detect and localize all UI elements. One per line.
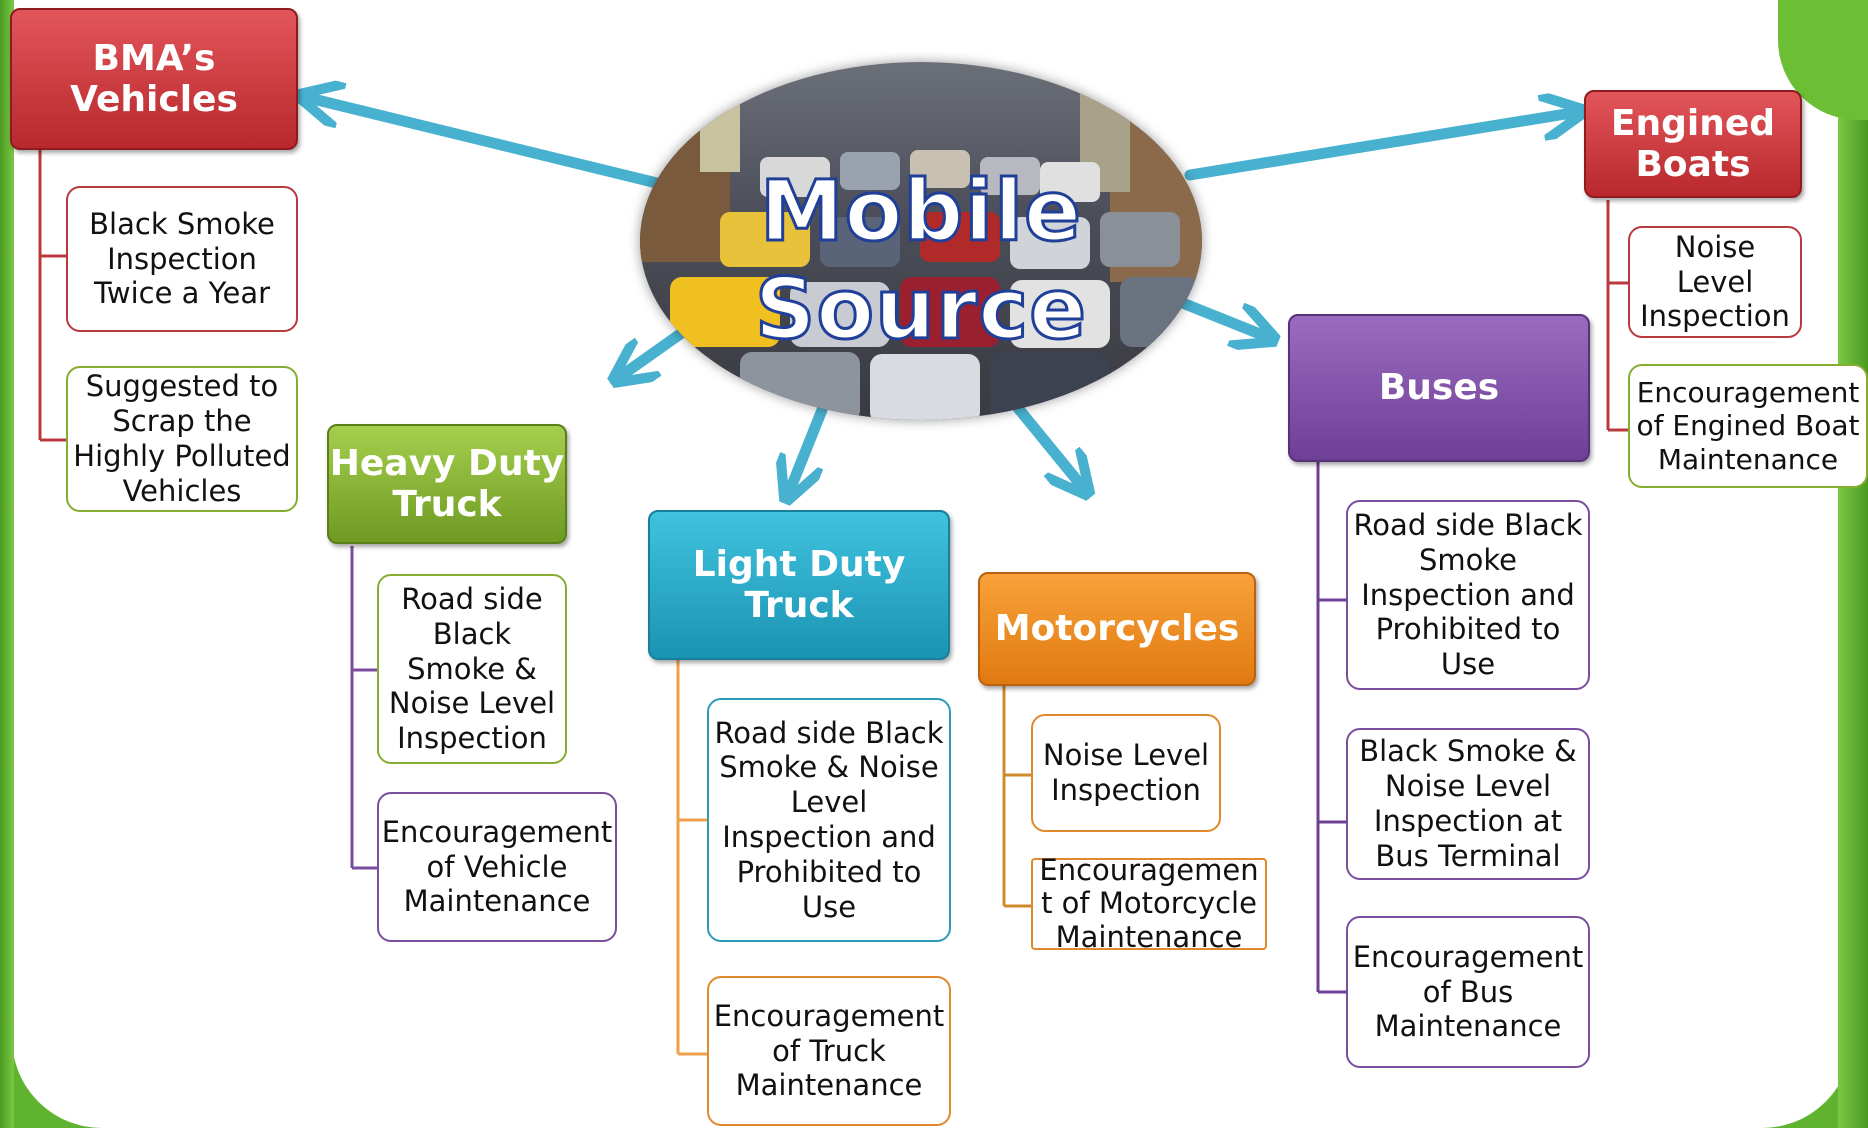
bma-tree-line <box>38 150 66 442</box>
light-item-maintenance: Encouragement of Truck Maintenance <box>707 976 951 1126</box>
boats-item-maintenance: Encouragement of Engined Boat Maintenanc… <box>1628 364 1868 488</box>
moto-item-noise-inspection: Noise Level Inspection <box>1031 714 1221 832</box>
left-green-border <box>0 0 14 1128</box>
heavy-tree-line <box>350 546 377 870</box>
arrow-to-boats <box>1184 112 1578 181</box>
motorcycles-header: Motorcycles <box>978 572 1256 686</box>
arrow-to-light <box>788 404 828 495</box>
buses-header: Buses <box>1288 314 1590 462</box>
traffic-illustration <box>640 62 1202 420</box>
buses-item-maintenance: Encouragement of Bus Maintenance <box>1346 916 1590 1068</box>
light-item-roadside-inspection: Road side Black Smoke & Noise Level Insp… <box>707 698 951 942</box>
car-rows <box>670 150 1200 420</box>
heavy-title-line1: Heavy Duty <box>329 442 565 484</box>
boats-tree-line <box>1606 200 1628 432</box>
heavy-item-maintenance: Encouragement of Vehicle Maintenance <box>377 792 617 942</box>
light-tree-line <box>676 660 707 1056</box>
light-title-line2: Truck <box>744 585 854 626</box>
buses-item-terminal-inspection: Black Smoke & Noise Level Inspection at … <box>1346 728 1590 880</box>
arrow-to-buses <box>1169 294 1270 338</box>
right-green-border <box>1838 0 1868 1128</box>
center-title-line1: Mobile <box>759 160 1083 261</box>
center-title: Mobile Source <box>640 160 1202 360</box>
arrow-to-bma <box>305 97 671 191</box>
heavy-item-roadside-inspection: Road side Black Smoke & Noise Level Insp… <box>377 574 567 764</box>
bma-title-line2: Vehicles <box>70 79 238 120</box>
moto-tree-line <box>1002 685 1031 908</box>
buses-tree-line <box>1316 462 1346 994</box>
heavy-title-line2: Truck <box>392 484 502 525</box>
center-title-line2: Source <box>753 259 1088 360</box>
bma-item-black-smoke: Black Smoke Inspection Twice a Year <box>66 186 298 332</box>
buses-item-roadside-inspection: Road side Black Smoke Inspection and Pro… <box>1346 500 1590 690</box>
arrow-to-moto <box>1012 402 1085 490</box>
boats-title-line1: Engined <box>1610 102 1776 144</box>
boats-item-noise-inspection: Noise Level Inspection <box>1628 226 1802 338</box>
mobile-source-traffic-photo: Mobile Source <box>640 62 1202 420</box>
moto-item-maintenance: Encouragemen t of Motorcycle Maintenance <box>1031 853 1267 953</box>
bma-item-scrap: Suggested to Scrap the Highly Polluted V… <box>66 366 298 512</box>
boats-title-line2: Boats <box>1635 144 1751 185</box>
light-title-line1: Light Duty <box>692 543 906 585</box>
bma-title-line1: BMA’s <box>92 37 216 79</box>
